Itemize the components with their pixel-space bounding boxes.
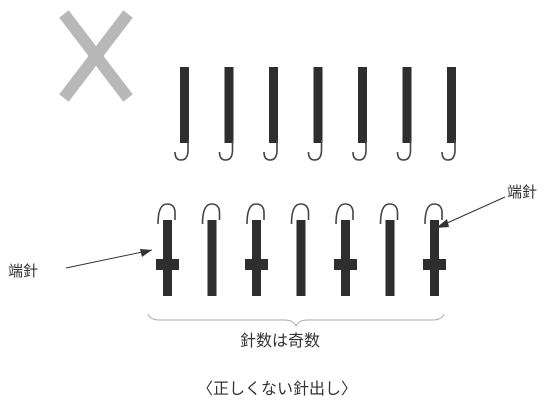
left-end-needle-arrowhead [140,249,152,257]
forward-needle [423,203,446,296]
back-needle [379,203,399,296]
top-needle [174,67,189,161]
top-needle [352,67,367,161]
right-end-needle-label: 端針 [507,183,538,201]
left-end-needle-label: 端針 [8,262,39,280]
left-end-needle-leader [65,249,153,269]
forward-needle [334,203,357,296]
back-needle [290,203,310,296]
needle-count-label: 針数は奇数 [240,331,321,350]
right-end-needle-arrowhead [436,219,449,228]
top-needle-row [174,67,456,161]
forward-needle [245,203,268,296]
needle-count-bracket [147,313,445,328]
back-needle [201,203,221,296]
forward-needle [156,203,179,296]
top-needle [396,67,412,161]
top-needle [263,67,278,161]
top-needle [441,67,456,161]
incorrect-x-mark-icon [59,10,133,102]
top-needle [218,67,234,161]
bottom-needle-row [156,203,446,296]
top-needle [307,67,323,161]
figure-caption: 〈正しくない針出し〉 [197,379,358,398]
